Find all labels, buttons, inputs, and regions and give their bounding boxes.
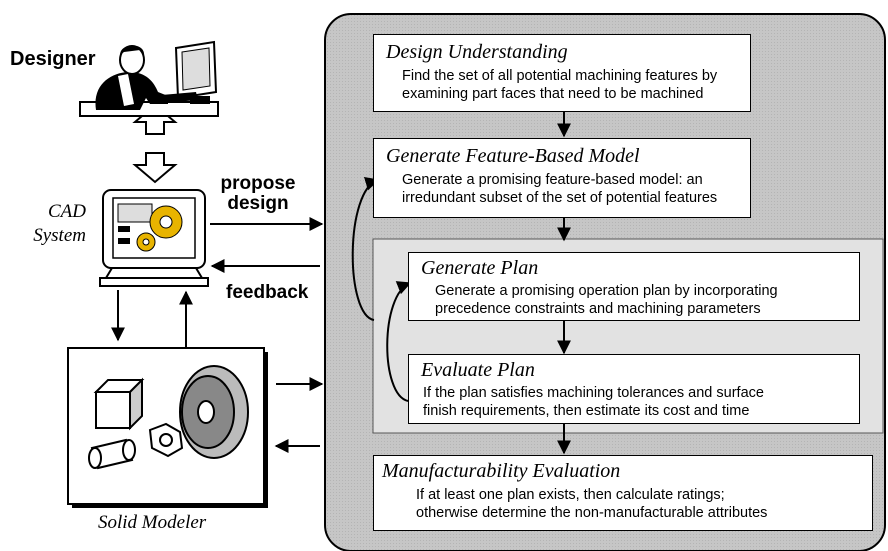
hex-nut-icon	[148, 422, 184, 458]
step-title: Evaluate Plan	[421, 359, 535, 381]
step-desc-line1: Generate a promising feature-based model…	[402, 172, 703, 188]
step-desc-line2: finish requirements, then estimate its c…	[423, 403, 750, 419]
loop-arrow-outer	[351, 177, 380, 321]
propose-design-label: propose design	[212, 174, 304, 214]
step-desc-line1: If at least one plan exists, then calcul…	[416, 487, 725, 503]
step-desc-line2: examining part faces that need to be mac…	[402, 86, 704, 102]
propose-line1: propose	[220, 173, 296, 194]
designer-label: Designer	[10, 48, 96, 70]
step-title: Manufacturability Evaluation	[382, 460, 621, 482]
designer-illustration	[79, 40, 219, 117]
gear-solid-icon	[179, 365, 249, 459]
step-desc-line2: precedence constraints and machining par…	[435, 301, 761, 317]
step-feature-based-model: Generate Feature-Based Model Generate a …	[373, 138, 751, 218]
gear-icon	[136, 205, 183, 252]
cylinder-icon	[88, 438, 136, 470]
cube-icon	[93, 377, 145, 431]
solid-modeler-illustration	[67, 347, 268, 508]
cad-system-label: CAD System	[10, 200, 86, 248]
step-evaluate-plan: Evaluate Plan If the plan satisfies mach…	[408, 354, 860, 424]
step-desc-line1: Generate a promising operation plan by i…	[435, 283, 778, 299]
step-title: Generate Plan	[421, 257, 539, 279]
cad-label-line1: CAD	[48, 201, 86, 222]
propose-line2: design	[227, 193, 289, 214]
step-title: Generate Feature-Based Model	[386, 145, 640, 167]
step-manufacturability-evaluation: Manufacturability Evaluation If at least…	[373, 455, 873, 531]
feedback-label: feedback	[226, 282, 309, 303]
step-desc-line2: otherwise determine the non-manufacturab…	[416, 505, 768, 521]
solid-modeler-label: Solid Modeler	[98, 512, 207, 533]
step-generate-plan: Generate Plan Generate a promising opera…	[408, 252, 860, 321]
cad-label-line2: System	[33, 225, 86, 246]
step-desc-line2: irredundant subset of the set of potenti…	[402, 190, 718, 206]
step-title: Design Understanding	[386, 41, 568, 63]
step-design-understanding: Design Understanding Find the set of all…	[373, 34, 751, 112]
cad-computer-illustration	[99, 189, 209, 287]
step-desc-line1: Find the set of all potential machining …	[402, 68, 718, 84]
step-desc-line1: If the plan satisfies machining toleranc…	[423, 385, 764, 401]
loop-arrow-inner	[386, 281, 412, 402]
